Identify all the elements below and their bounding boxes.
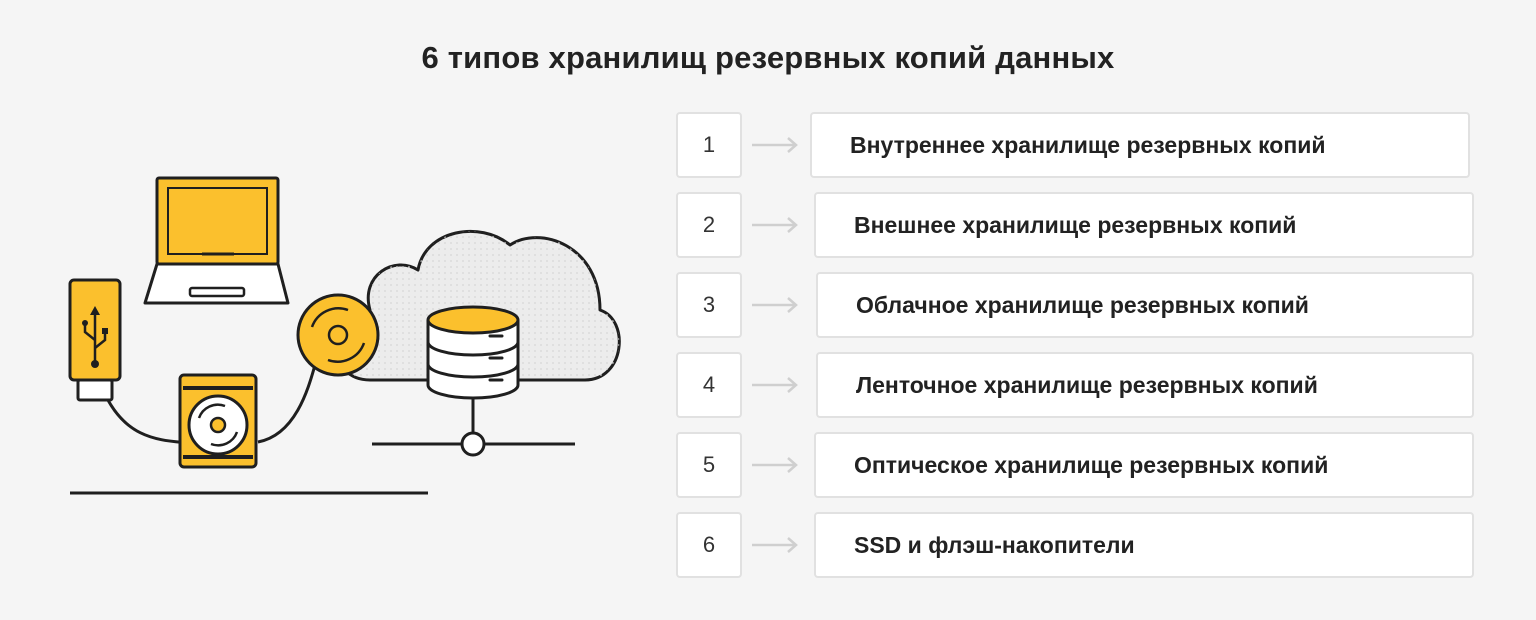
storage-illustration	[68, 176, 621, 495]
item-number: 4	[676, 352, 742, 418]
item-label: Облачное хранилище резервных копий	[816, 272, 1474, 338]
item-label: Внутреннее хранилище резервных копий	[810, 112, 1470, 178]
arrow-right-icon	[752, 137, 798, 153]
arrow-right-icon	[752, 377, 798, 393]
network-node-icon	[372, 399, 575, 457]
arrow-right-icon	[752, 217, 798, 233]
optical-disc-icon	[296, 293, 380, 377]
list-item: 4 Ленточное хранилище резервных копий	[676, 352, 1476, 418]
item-label: Оптическое хранилище резервных копий	[814, 432, 1474, 498]
laptop-icon	[143, 176, 290, 305]
item-number: 1	[676, 112, 742, 178]
item-number: 2	[676, 192, 742, 258]
list-item: 3 Облачное хранилище резервных копий	[676, 272, 1476, 338]
item-number: 5	[676, 432, 742, 498]
database-icon	[426, 305, 520, 400]
arrow-right-icon	[752, 297, 798, 313]
usb-flash-icon	[68, 278, 122, 402]
list-item: 5 Оптическое хранилище резервных копий	[676, 432, 1476, 498]
item-label: SSD и флэш-накопители	[814, 512, 1474, 578]
item-label: Ленточное хранилище резервных копий	[816, 352, 1474, 418]
list-item: 2 Внешнее хранилище резервных копий	[676, 192, 1476, 258]
list-item: 6 SSD и флэш-накопители	[676, 512, 1476, 578]
list-item: 1 Внутреннее хранилище резервных копий	[676, 112, 1476, 178]
hard-drive-icon	[178, 373, 258, 469]
page-title: 6 типов хранилищ резервных копий данных	[421, 40, 1115, 75]
arrow-right-icon	[752, 537, 798, 553]
item-label: Внешнее хранилище резервных копий	[814, 192, 1474, 258]
item-number: 6	[676, 512, 742, 578]
arrow-right-icon	[752, 457, 798, 473]
item-number: 3	[676, 272, 742, 338]
storage-types-list: 1 Внутреннее хранилище резервных копий 2…	[676, 112, 1476, 592]
